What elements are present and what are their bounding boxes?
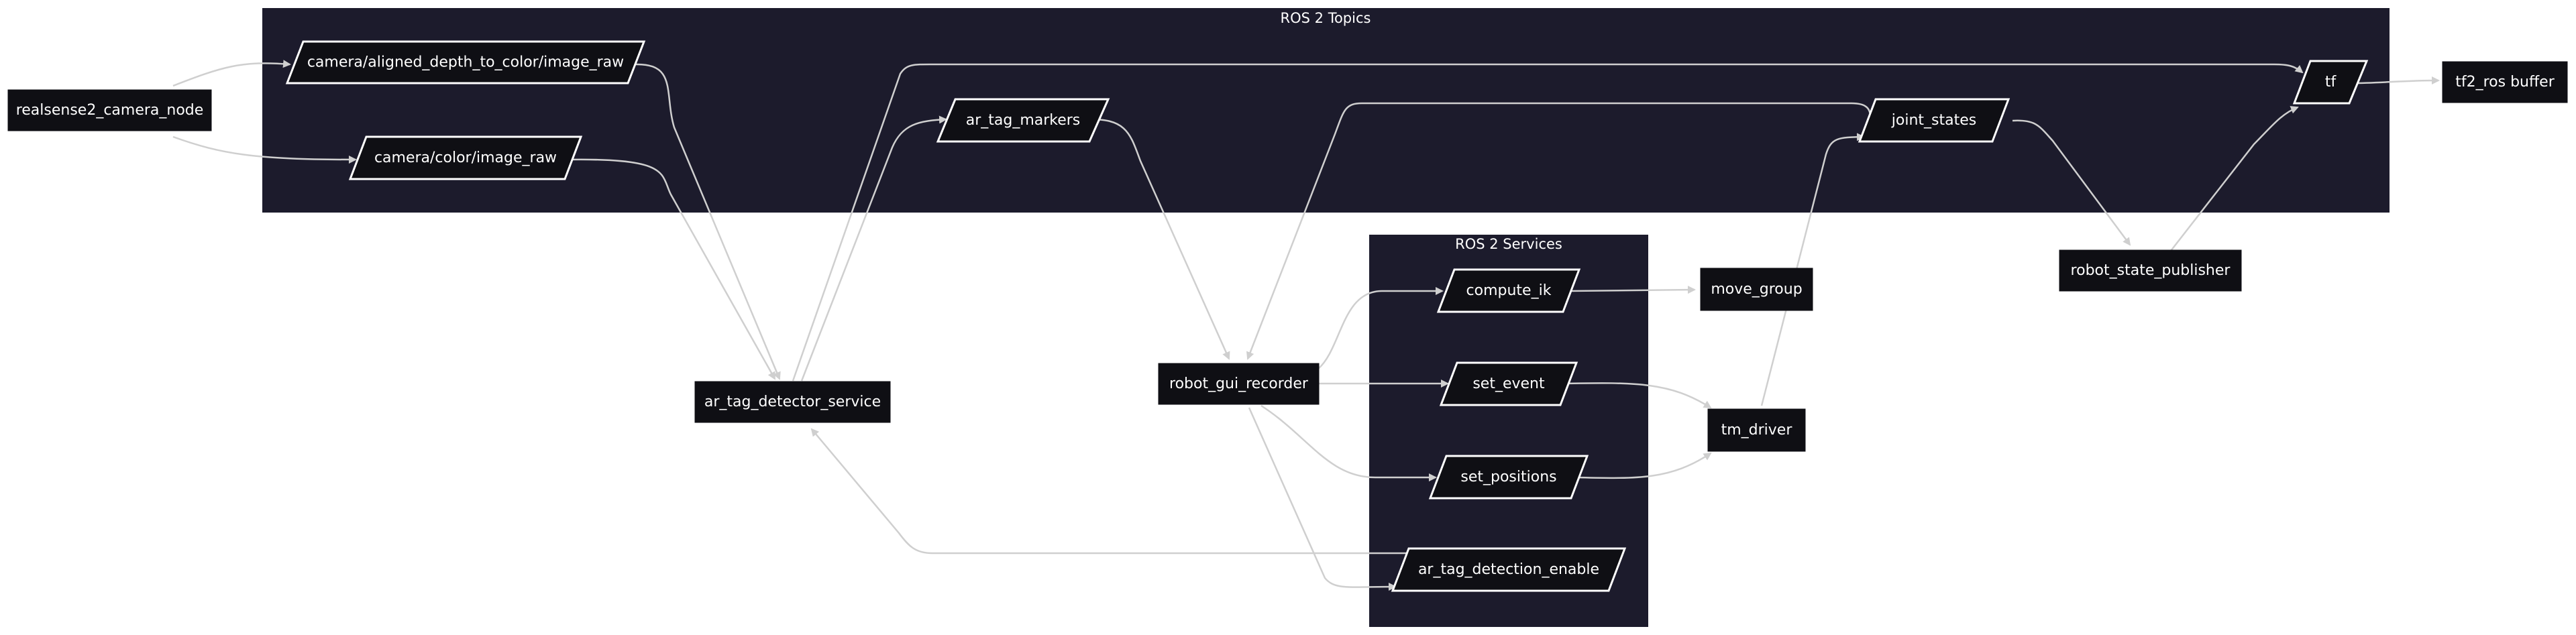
node-rsp-label: robot_state_publisher	[2071, 262, 2231, 279]
topic-tf[interactable]: tf	[2292, 60, 2369, 105]
edge-color-to-detector	[570, 158, 776, 380]
node-tf2[interactable]: tf2_ros buffer	[2442, 61, 2568, 103]
service-compute-ik[interactable]: compute_ik	[1436, 268, 1581, 313]
node-realsense-label: realsense2_camera_node	[16, 102, 204, 119]
node-tf2-label: tf2_ros buffer	[2455, 74, 2555, 91]
service-detection-enable-label: ar_tag_detection_enable	[1418, 561, 1599, 578]
edge-joint-states-to-rsp	[2012, 119, 2131, 246]
topic-markers[interactable]: ar_tag_markers	[936, 98, 1110, 143]
topics-cluster: ROS 2 Topics	[262, 8, 2390, 213]
service-set-event[interactable]: set_event	[1439, 361, 1578, 406]
edge-realsense-to-color	[172, 135, 357, 164]
edge-detector-to-markers	[800, 115, 947, 382]
topic-color[interactable]: camera/color/image_raw	[348, 135, 583, 180]
topics-cluster-title: ROS 2 Topics	[1281, 10, 1371, 26]
node-realsense[interactable]: realsense2_camera_node	[7, 89, 212, 131]
edge-tm-driver-to-joint-states	[1760, 133, 1865, 406]
edge-recorder-to-set-positions	[1260, 404, 1437, 481]
node-recorder[interactable]: robot_gui_recorder	[1158, 363, 1320, 405]
node-move-group-label: move_group	[1711, 281, 1802, 298]
service-set-positions-label: set_positions	[1460, 469, 1556, 485]
node-detector-label: ar_tag_detector_service	[704, 394, 881, 410]
topic-tf-label: tf	[2325, 74, 2337, 91]
services-cluster-title: ROS 2 Services	[1455, 236, 1562, 252]
topic-joint-states[interactable]: joint_states	[1858, 98, 2010, 143]
service-set-event-label: set_event	[1472, 376, 1545, 392]
edge-realsense-to-aligned-depth	[172, 60, 291, 87]
topic-aligned-depth-label: camera/aligned_depth_to_color/image_raw	[307, 54, 624, 71]
edge-recorder-to-compute-ik	[1318, 287, 1444, 369]
node-rsp[interactable]: robot_state_publisher	[2059, 249, 2242, 292]
edge-detection-enable-to-detector	[810, 428, 1414, 555]
edge-compute-ik-to-move-group	[1569, 286, 1696, 294]
node-recorder-label: robot_gui_recorder	[1169, 376, 1309, 392]
edge-tf-to-tf2	[2351, 76, 2440, 85]
topic-color-label: camera/color/image_raw	[374, 150, 557, 166]
edge-detector-to-tf	[792, 63, 2304, 382]
edges	[172, 60, 2440, 591]
edge-set-event-to-tm-driver	[1562, 382, 1712, 409]
edge-joint-states-to-recorder	[1246, 102, 1872, 360]
topic-aligned-depth[interactable]: camera/aligned_depth_to_color/image_raw	[285, 40, 646, 84]
node-tm-driver[interactable]: tm_driver	[1707, 408, 1806, 452]
node-tm-driver-label: tm_driver	[1721, 422, 1793, 439]
service-detection-enable[interactable]: ar_tag_detection_enable	[1391, 547, 1627, 592]
edge-aligned-depth-to-detector	[634, 63, 781, 380]
topic-markers-label: ar_tag_markers	[966, 112, 1081, 129]
edge-recorder-to-detection-enable	[1248, 407, 1397, 591]
edge-rsp-to-tf	[2170, 106, 2299, 251]
topic-joint-states-label: joint_states	[1891, 112, 1976, 129]
service-set-positions[interactable]: set_positions	[1428, 455, 1589, 500]
edge-set-positions-to-tm-driver	[1576, 452, 1712, 479]
node-move-group[interactable]: move_group	[1700, 268, 1813, 311]
node-detector[interactable]: ar_tag_detector_service	[694, 381, 891, 423]
service-compute-ik-label: compute_ik	[1466, 282, 1552, 299]
